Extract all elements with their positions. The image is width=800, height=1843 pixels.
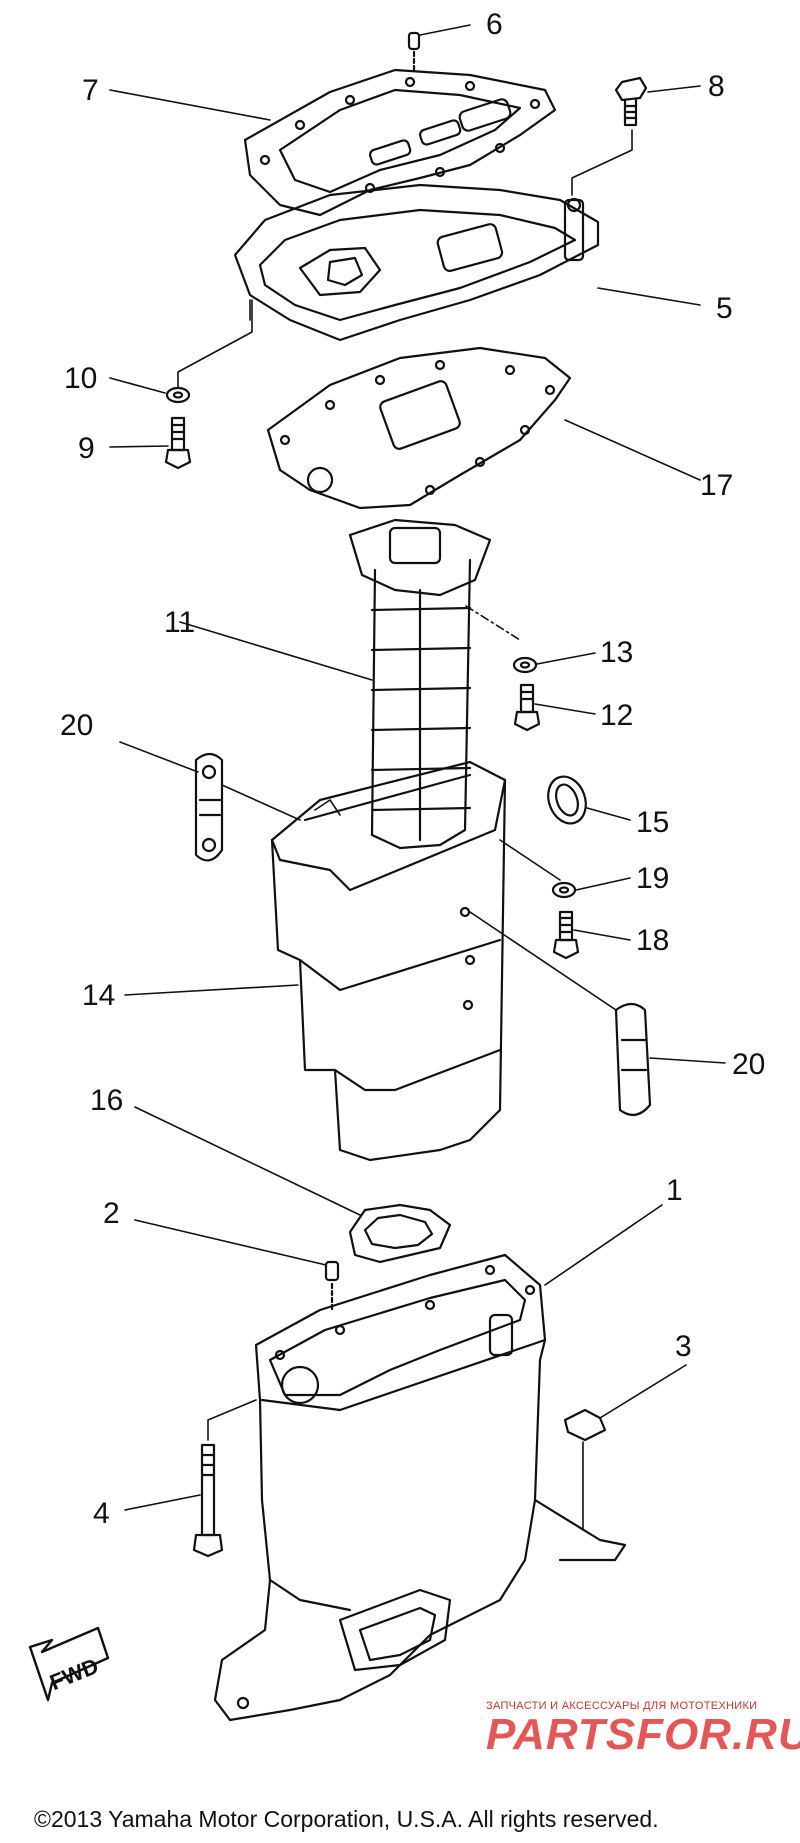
clip-part-3 xyxy=(563,1408,607,1531)
lower-gasket-part-17 xyxy=(266,346,572,510)
exhaust-guide-part-5 xyxy=(233,183,600,342)
upper-gasket-part-7 xyxy=(243,68,557,217)
bolt-part-9 xyxy=(164,416,192,470)
label-19: 19 xyxy=(636,862,669,895)
fwd-label: FWD xyxy=(46,1653,102,1695)
watermark-tagline: ЗАПЧАСТИ И АКСЕССУАРЫ ДЛЯ МОТОТЕХНИКИ xyxy=(486,1700,758,1712)
bolt-part-18 xyxy=(552,910,580,960)
leader-lines xyxy=(109,24,726,1511)
upper-casing-part-14 xyxy=(270,760,507,1162)
label-3: 3 xyxy=(675,1330,692,1363)
washer-part-19 xyxy=(499,839,577,899)
label-18: 18 xyxy=(636,924,669,957)
dowel-pin-part-2 xyxy=(324,1260,340,1312)
label-20-right: 20 xyxy=(732,1048,765,1081)
gasket-part-16 xyxy=(348,1203,452,1264)
label-16: 16 xyxy=(90,1084,123,1117)
label-15: 15 xyxy=(636,806,669,839)
label-8: 8 xyxy=(708,70,725,103)
grommet-part-15 xyxy=(547,775,587,825)
label-4: 4 xyxy=(93,1497,110,1530)
watermark-brand[interactable]: PARTSFOR.RU xyxy=(486,1710,800,1759)
bolt-part-12 xyxy=(513,683,541,732)
label-6: 6 xyxy=(486,8,503,41)
washer-part-10 xyxy=(165,299,253,404)
forward-direction-arrow xyxy=(28,1626,110,1702)
label-20-left: 20 xyxy=(60,709,93,742)
label-7: 7 xyxy=(82,74,99,107)
bolt-part-8 xyxy=(571,76,648,196)
label-14: 14 xyxy=(82,979,115,1012)
label-10: 10 xyxy=(64,362,97,395)
rubber-mount-part-20-right xyxy=(469,911,652,1117)
label-11: 11 xyxy=(164,606,195,639)
drive-shaft-housing-part-1 xyxy=(213,1253,627,1722)
label-2: 2 xyxy=(103,1197,120,1230)
label-12: 12 xyxy=(600,699,633,732)
long-bolt-part-4 xyxy=(192,1399,257,1558)
label-17: 17 xyxy=(700,469,733,502)
exhaust-tube-part-11 xyxy=(348,518,521,850)
copyright-notice: ©2013 Yamaha Motor Corporation, U.S.A. A… xyxy=(34,1806,659,1832)
dowel-pin-part-6 xyxy=(407,31,421,72)
label-5: 5 xyxy=(716,292,733,325)
label-1: 1 xyxy=(666,1174,683,1207)
washer-part-13 xyxy=(512,656,538,674)
part-labels: 6 7 8 5 10 9 17 11 13 12 20 15 19 18 14 … xyxy=(46,8,765,1695)
label-9: 9 xyxy=(78,432,95,465)
label-13: 13 xyxy=(600,636,633,669)
rubber-mount-part-20-left xyxy=(194,752,301,862)
